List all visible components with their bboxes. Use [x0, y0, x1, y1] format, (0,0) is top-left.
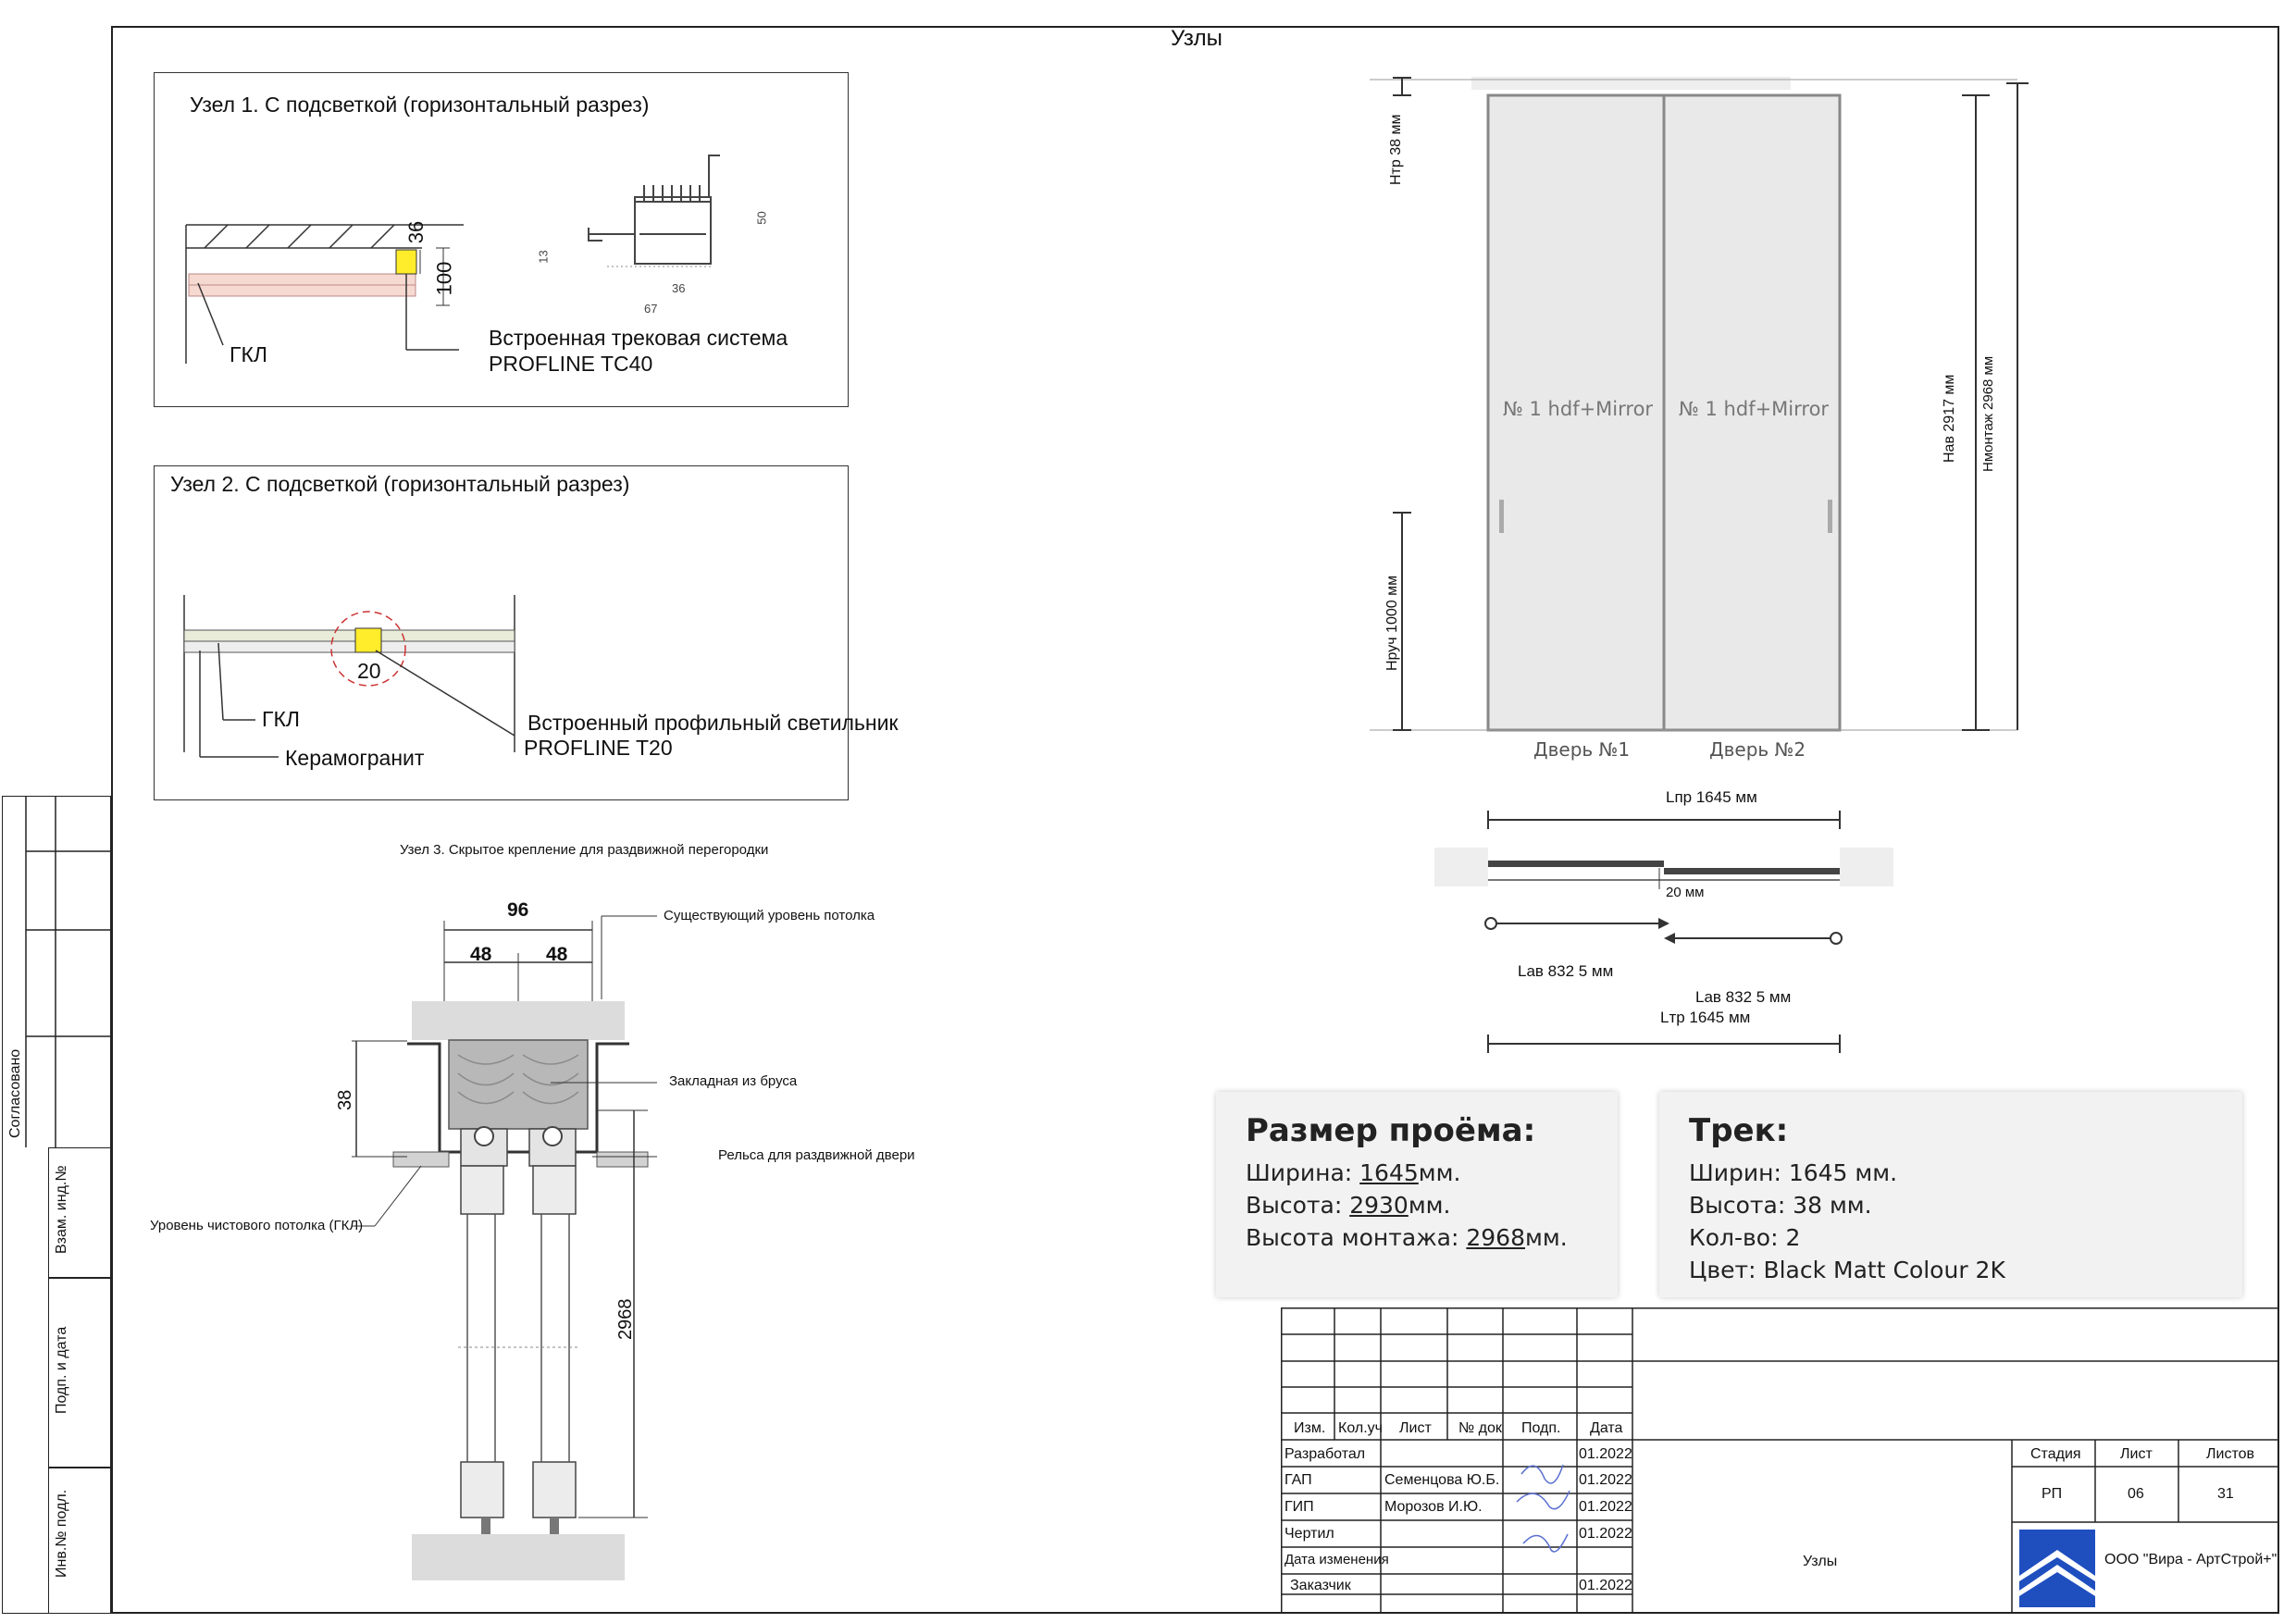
node3-dim-48b: 48 [546, 944, 568, 965]
door-dim-lab2: Lав 832 5 мм [1695, 988, 1792, 1006]
stamp-date-1: 01.2022 [1579, 1472, 1632, 1488]
door-dim-hab: Нав 2917 мм [1942, 374, 1957, 463]
door-label-1: Дверь №1 [1533, 738, 1631, 761]
stamp-header-list: Лист [1399, 1420, 1432, 1436]
door-label-2: Дверь №2 [1709, 738, 1806, 761]
side-sign-date: Подп. и дата [54, 1326, 69, 1414]
door-elevation [1370, 77, 2029, 1053]
stamp-name-1: Семенцова Ю.Б. [1384, 1472, 1500, 1488]
stamp-doc-name: Узлы [1803, 1554, 1838, 1569]
node2-label-ceramic: Керамогранит [285, 746, 425, 770]
opening-mount: Высота монтажа: 2968мм. [1246, 1224, 1568, 1251]
node2-title: Узел 2. С подсветкой (горизонтальный раз… [170, 472, 630, 496]
stamp-header-podp: Подп. [1521, 1420, 1561, 1436]
drawing-frame [111, 26, 2279, 1614]
side-split-1 [48, 1277, 111, 1279]
stamp-date-0: 01.2022 [1579, 1446, 1632, 1462]
track-card: Трек: Ширин: 1645 мм. Высота: 38 мм. Кол… [1659, 1092, 2242, 1297]
door-dim-lpr: Lпр 1645 мм [1666, 788, 1757, 806]
node1-label-system-2: PROFLINE TC40 [489, 352, 653, 376]
node1-title: Узел 1. С подсветкой (горизонтальный раз… [190, 93, 650, 117]
stamp-date-2: 01.2022 [1579, 1499, 1632, 1515]
stamp-date-3: 01.2022 [1579, 1526, 1632, 1542]
side-strip-grid [25, 796, 111, 1147]
node1-drawing [185, 155, 720, 364]
door-panel-1: № 1 hdf+Mirror [1503, 398, 1654, 420]
stamp-name-2: Морозов И.Ю. [1384, 1499, 1483, 1515]
node3-dim-48a: 48 [470, 944, 492, 965]
node1-dim-100: 100 [432, 261, 456, 296]
side-split-2 [48, 1467, 111, 1468]
node1-label-gkl: ГКЛ [230, 342, 267, 366]
node3-label-beam: Закладная из бруса [669, 1073, 798, 1089]
opening-height: Высота: 2930мм. [1246, 1192, 1451, 1219]
side-agreed: Согласовано [7, 1048, 23, 1138]
node3-dim-2968: 2968 [615, 1298, 636, 1341]
node3-label-clean-ceiling: Уровень чистового потолка (ГКЛ) [150, 1218, 364, 1233]
door-dim-hmont: Нмонтаж 2968 мм [1980, 355, 1996, 472]
stamp-company: ООО "Вира - АртСтрой+" [2104, 1552, 2277, 1567]
stamp-role-1: ГАП [1285, 1472, 1312, 1488]
side-strip-inner [48, 1147, 111, 1614]
stamp-header-ndoc: № док [1458, 1420, 1502, 1436]
node2-drawing [183, 595, 515, 758]
title-block-grid [1281, 1307, 2279, 1614]
door-dim-hruch: Нруч 1000 мм [1384, 575, 1400, 671]
node3-dim-96: 96 [507, 899, 529, 921]
node1-profile-50: 50 [754, 211, 769, 225]
node2-label-lamp-1: Встроенный профильный светильник [527, 711, 899, 735]
stamp-role-3: Чертил [1285, 1526, 1334, 1542]
stamp-role-5: Заказчик [1290, 1578, 1351, 1593]
node3-label-rail: Рельса для раздвижной двери [718, 1147, 915, 1163]
stamp-sheets-label: Листов [2206, 1446, 2254, 1462]
stamp-header-kol: Кол.уч [1338, 1420, 1383, 1436]
node1-profile-67: 67 [644, 302, 658, 316]
stamp-stage-value: РП [2042, 1486, 2063, 1502]
door-dim-ltr: Lтр 1645 мм [1660, 1009, 1751, 1026]
node3-dim-38: 38 [335, 1089, 355, 1110]
side-inv-vzam: Взам. инд.№ [54, 1165, 69, 1254]
stamp-header-izm: Изм. [1294, 1420, 1326, 1436]
stamp-sheet-label: Лист [2120, 1446, 2153, 1462]
stamp-sheet-value: 06 [2128, 1486, 2144, 1502]
door-dim-gap: 20 мм [1666, 885, 1705, 900]
node1-dim-36: 36 [404, 220, 428, 244]
node1-profile-13: 13 [536, 250, 551, 264]
sheet-title: Узлы [1171, 26, 1222, 51]
side-inv-podl: Инв.№ подл. [54, 1489, 69, 1578]
track-color: Цвет: Black Matt Colour 2K [1689, 1257, 2005, 1283]
door-dim-htr: Нтр 38 мм [1388, 114, 1404, 185]
node3-label-ceiling: Существующий уровень потолка [664, 908, 875, 923]
node1-label-system-1: Встроенная трековая система [489, 326, 788, 350]
track-height: Высота: 38 мм. [1689, 1192, 1872, 1219]
track-width: Ширин: 1645 мм. [1689, 1159, 1898, 1186]
title-block: Изм. Кол.уч Лист № док Подп. Дата Разраб… [1281, 1307, 2279, 1614]
stamp-role-0: Разработал [1285, 1446, 1366, 1462]
node2-dim-20: 20 [357, 659, 381, 683]
node2-label-gkl: ГКЛ [262, 707, 300, 731]
node1-profile-36: 36 [672, 281, 686, 295]
node2-label-lamp-2: PROFLINE T20 [524, 736, 673, 760]
stamp-stage-label: Стадия [2030, 1446, 2081, 1462]
opening-card-title: Размер проёма: [1246, 1112, 1536, 1149]
stamp-header-date: Дата [1590, 1420, 1623, 1436]
stamp-sheets-value: 31 [2217, 1486, 2234, 1502]
stamp-role-4: Дата изменения [1285, 1552, 1389, 1567]
stamp-role-2: ГИП [1285, 1499, 1314, 1515]
track-card-title: Трек: [1689, 1112, 1789, 1149]
opening-card: Размер проёма: Ширина: 1645мм. Высота: 2… [1216, 1092, 1618, 1297]
node3-drawing [352, 915, 657, 1580]
door-dim-lab1: Lав 832 5 мм [1518, 962, 1614, 980]
node3-title: Узел 3. Скрытое крепление для раздвижной… [400, 842, 769, 858]
door-panel-2: № 1 hdf+Mirror [1679, 398, 1830, 420]
track-count: Кол-во: 2 [1689, 1224, 1801, 1251]
opening-width: Ширина: 1645мм. [1246, 1159, 1461, 1186]
stamp-date-5: 01.2022 [1579, 1578, 1632, 1593]
node1-box [154, 72, 849, 407]
